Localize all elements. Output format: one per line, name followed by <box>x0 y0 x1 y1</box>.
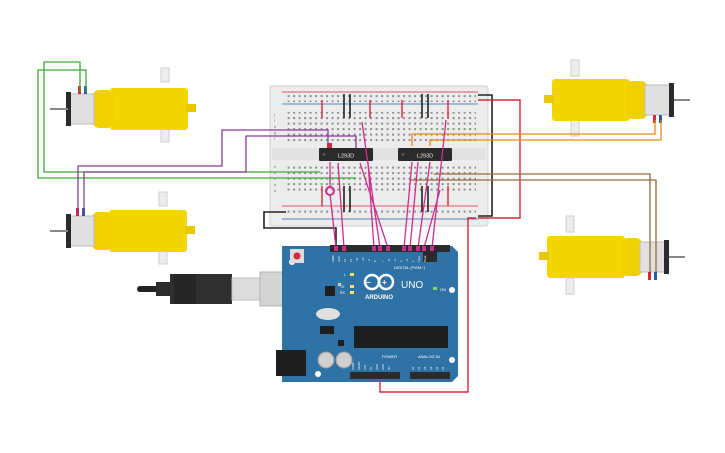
motor-bottom-right[interactable] <box>539 215 685 295</box>
pin-label: 4 <box>399 260 403 262</box>
ic-right-label: L293D <box>417 154 433 160</box>
row-letter: b <box>274 182 277 187</box>
row-letter: j <box>273 112 275 117</box>
breadboard: j i h g f e d c b a <box>269 85 489 227</box>
pin-label: A2 <box>423 366 427 370</box>
purple-wires[interactable] <box>77 129 357 214</box>
magenta-wires[interactable] <box>329 119 447 249</box>
motor-top-left[interactable] <box>50 67 196 143</box>
pin-label: A4 <box>435 366 439 370</box>
l-label: L <box>344 273 346 277</box>
pin-label: ~6 <box>387 258 391 262</box>
l293d-left[interactable]: L293D <box>319 148 373 161</box>
rx-label: RX <box>340 291 346 295</box>
orange-wires[interactable] <box>411 120 662 146</box>
led-tx <box>350 285 354 288</box>
red-jumpers[interactable] <box>321 99 521 393</box>
analog-header[interactable] <box>410 372 450 379</box>
pin-label: 3.3V <box>363 364 367 370</box>
on-label: ON <box>440 287 446 292</box>
pin-label: RESET <box>357 361 361 370</box>
power-jack[interactable] <box>276 350 306 376</box>
row-letter: a <box>274 188 277 193</box>
motor-bottom-left[interactable] <box>50 191 195 265</box>
row-letter: e <box>274 164 277 169</box>
led-l <box>350 273 354 276</box>
digital-pin-labels: AREF GND 13 12 ~11 ~10 ~9 8 7 ~6 ~5 4 ~3… <box>331 255 427 262</box>
arduino-brand: ARDUINO <box>365 295 393 301</box>
analog-label: ANALOG IN <box>418 354 440 359</box>
pin-label: ~10 <box>361 257 365 262</box>
pin-label: GND <box>337 256 341 262</box>
pin-label: TX▸1 <box>417 255 421 262</box>
pin-label: RX◂0 <box>423 255 427 262</box>
pin-endpoints[interactable] <box>334 246 434 251</box>
pin-label: AREF <box>331 255 335 262</box>
brown-wires[interactable] <box>410 173 657 272</box>
pin-label: 12 <box>349 259 353 262</box>
usb-cable[interactable] <box>137 271 307 307</box>
row-letter: g <box>274 130 276 135</box>
atmega-chip <box>354 326 448 348</box>
tx-label: TX <box>340 285 345 289</box>
led-rx <box>350 291 354 294</box>
arduino-model: UNO <box>401 280 423 291</box>
power-header[interactable] <box>350 372 400 379</box>
logo-plus: + <box>382 278 387 287</box>
row-letter: h <box>274 124 276 129</box>
wire-endpoint-marker[interactable] <box>327 143 332 148</box>
pin-label: Vin <box>387 366 391 370</box>
led-on <box>433 287 437 290</box>
arduino-uno[interactable]: − + ARDUINO UNO DIGITAL (PWM~) POWER ANA… <box>276 245 458 382</box>
pin-label: A1 <box>417 366 421 370</box>
arduino-logo: − + <box>363 273 395 291</box>
digital-label: DIGITAL (PWM~) <box>394 265 426 270</box>
pin-label: GND <box>381 364 385 370</box>
pin-label: A0 <box>411 366 415 370</box>
pin-label: ~9 <box>367 258 371 262</box>
logo-minus: − <box>366 278 371 287</box>
power-pin-labels: IOREF RESET 3.3V 5V GND GND Vin <box>351 361 391 370</box>
pin-label: GND <box>375 364 379 370</box>
wire-selection-marker[interactable] <box>325 186 335 196</box>
breadboard-row-letters-top: j i h g f <box>273 112 276 141</box>
analog-pin-labels: A0 A1 A2 A3 A4 A5 <box>411 366 445 370</box>
black-jumpers[interactable] <box>263 94 493 248</box>
l293d-right[interactable]: L293D <box>398 148 452 161</box>
pin-label: A5 <box>441 366 445 370</box>
pin-label: ~3 <box>405 258 409 262</box>
row-letter: i <box>274 118 275 123</box>
pin-label: ~5 <box>393 258 397 262</box>
motor-top-right[interactable] <box>544 59 690 137</box>
pin-label: IOREF <box>351 362 355 370</box>
pin-label: 7 <box>381 260 385 262</box>
power-label: POWER <box>382 354 397 359</box>
pin-label: ~11 <box>355 257 359 262</box>
row-letter: f <box>274 136 276 141</box>
reset-button[interactable] <box>293 252 301 260</box>
pin-label: A3 <box>429 366 433 370</box>
ic-left-label: L293D <box>338 154 354 160</box>
pin-label: 2 <box>411 260 415 262</box>
pin-label: 8 <box>373 260 377 262</box>
pin-label: 5V <box>369 367 373 370</box>
pin-label: 13 <box>343 259 347 262</box>
